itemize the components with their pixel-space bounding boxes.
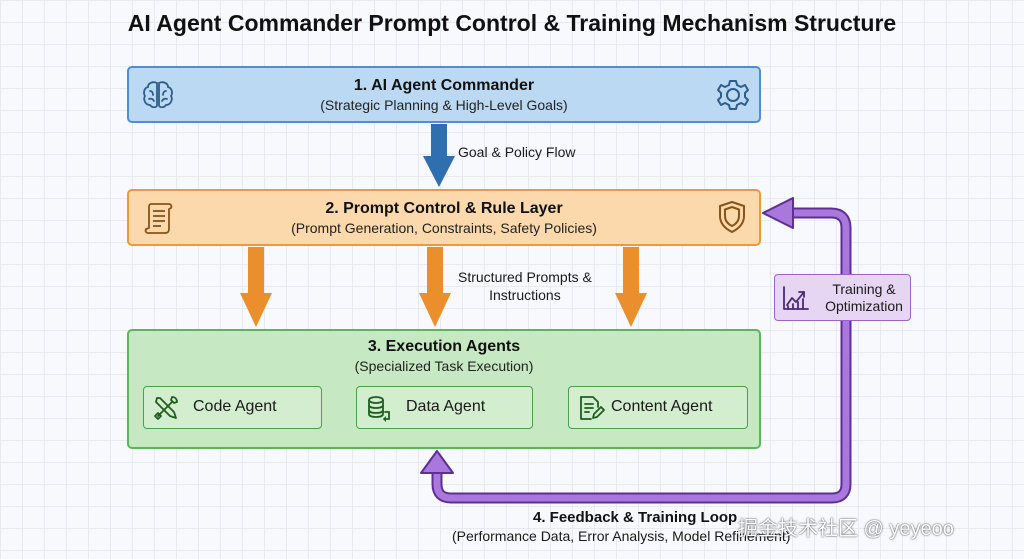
prompt-control-title: 2. Prompt Control & Rule Layer: [325, 200, 563, 217]
prompt-arrow-right: [615, 247, 647, 327]
gear-icon: [717, 80, 749, 110]
prompt-control-box: 2. Prompt Control & Rule Layer (Prompt G…: [127, 189, 761, 246]
commander-subtitle: (Strategic Planning & High-Level Goals): [320, 97, 568, 113]
document-edit-icon: [580, 396, 605, 420]
brain-icon: [143, 81, 173, 109]
training-label: Training & Optimization: [819, 281, 909, 315]
database-icon: [368, 396, 390, 422]
structured-prompts-label: Structured Prompts & Instructions: [458, 268, 592, 304]
commander-box: 1. AI Agent Commander (Strategic Plannin…: [127, 66, 761, 123]
prompt-arrow-middle: [419, 247, 451, 327]
data-agent-label: Data Agent: [406, 398, 486, 415]
execution-subtitle: (Specialized Task Execution): [354, 358, 534, 374]
feedback-loop-subtitle: (Performance Data, Error Analysis, Model…: [452, 528, 791, 544]
training-label-line2: Optimization: [825, 298, 903, 314]
shield-icon: [719, 201, 745, 233]
prompt-control-subtitle: (Prompt Generation, Constraints, Safety …: [291, 220, 597, 236]
training-label-line1: Training &: [832, 281, 896, 297]
goal-flow-arrow: [423, 124, 455, 187]
commander-title: 1. AI Agent Commander: [353, 77, 535, 94]
feedback-loop-title: 4. Feedback & Training Loop: [533, 509, 738, 526]
code-agent-label: Code Agent: [193, 398, 277, 415]
content-agent-box: Content Agent: [568, 386, 748, 429]
training-optimization-box: Training & Optimization: [774, 274, 911, 321]
content-agent-label: Content Agent: [611, 398, 713, 415]
goal-flow-label: Goal & Policy Flow: [458, 144, 576, 160]
growth-chart-icon: [783, 286, 809, 310]
prompt-arrow-left: [240, 247, 272, 327]
execution-agents-box: 3. Execution Agents (Specialized Task Ex…: [127, 329, 761, 449]
feedback-loop-arrow: [420, 197, 852, 504]
tools-icon: [154, 396, 178, 420]
data-agent-box: Data Agent: [356, 386, 533, 429]
diagram-title: AI Agent Commander Prompt Control & Trai…: [127, 10, 897, 36]
structured-prompts-line2: Instructions: [489, 287, 561, 303]
execution-title: 3. Execution Agents: [367, 338, 521, 355]
structured-prompts-line1: Structured Prompts &: [458, 269, 592, 285]
watermark: 掘金技术社区 @ yeyeoo: [738, 518, 954, 540]
code-agent-box: Code Agent: [143, 386, 322, 429]
scroll-icon: [144, 203, 173, 234]
